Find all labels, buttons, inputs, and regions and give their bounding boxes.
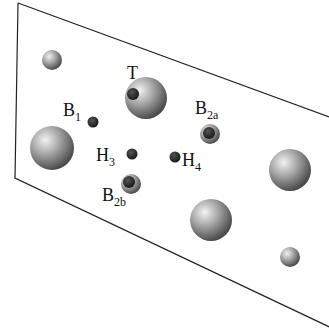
atom-large — [269, 149, 311, 191]
surface-plane — [15, 3, 329, 329]
atoms — [30, 50, 311, 267]
atom-small — [280, 247, 300, 267]
atom-medium — [121, 174, 141, 194]
atom-medium — [200, 124, 220, 144]
atom-large — [30, 126, 74, 170]
site-dots — [88, 88, 216, 188]
site-dot — [127, 149, 138, 160]
site-dot — [170, 152, 181, 163]
site-label: T — [127, 64, 138, 82]
site-label: B2b — [102, 186, 126, 204]
atom-small — [42, 50, 62, 70]
site-dot — [127, 88, 139, 100]
site-label: H4 — [182, 151, 201, 169]
site-label: B1 — [63, 101, 81, 119]
site-dot — [203, 127, 215, 139]
site-dot — [123, 176, 135, 188]
site-label: H3 — [96, 146, 115, 164]
atom-large — [190, 199, 232, 241]
atom-large — [125, 77, 167, 119]
site-dot — [88, 117, 99, 128]
site-label: B2a — [195, 99, 218, 117]
